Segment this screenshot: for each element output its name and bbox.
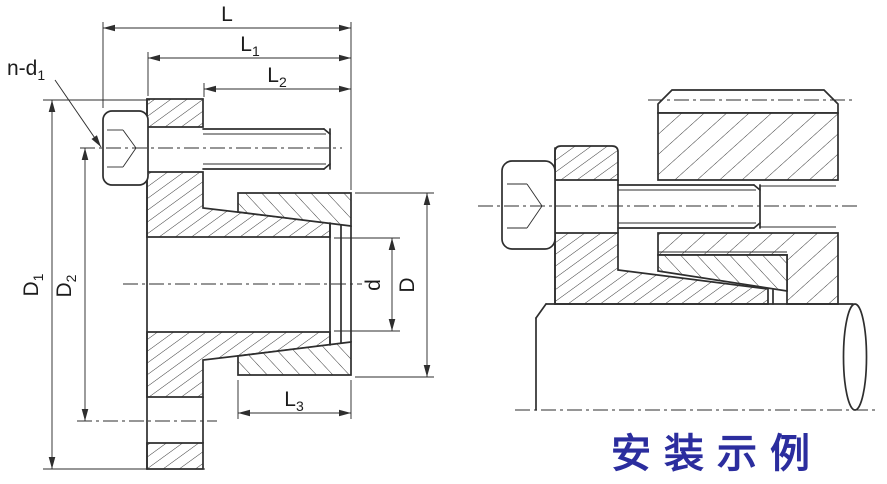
dim-label-D1: D1	[20, 273, 46, 296]
hex-socket	[107, 129, 137, 168]
screw-head-2	[501, 160, 556, 250]
outer-ring-section	[657, 254, 788, 292]
dim-label-n-d1: n-d1	[7, 57, 45, 83]
dim-label-L: L	[221, 3, 233, 26]
shaft-break-end	[842, 303, 868, 411]
screw-thread	[202, 128, 331, 170]
hub-upper-section	[657, 112, 839, 181]
dim-label-D: D	[396, 277, 419, 292]
dim-label-L2: L2	[267, 64, 287, 90]
flange-top-rim-section	[146, 98, 204, 128]
hex-socket-2	[507, 183, 543, 229]
dim-label-L3: L3	[284, 388, 304, 414]
flange-upper-section	[554, 145, 619, 181]
leader-n-d1	[54, 79, 102, 148]
screw-thread-2	[617, 184, 836, 229]
shaft	[535, 303, 868, 411]
caption-installation-example: 安装示例	[611, 431, 823, 476]
sectional-view: L L1 L2 L3 D1 D2 d D n-d1	[7, 3, 434, 470]
dim-label-D2: D2	[53, 274, 79, 297]
installation-view: 安装示例	[478, 89, 877, 476]
flange-bottom-rim-section	[146, 442, 204, 470]
dim-label-L1: L1	[240, 33, 260, 59]
hub-chamfer-band	[657, 89, 839, 114]
dim-label-d: d	[362, 279, 385, 291]
